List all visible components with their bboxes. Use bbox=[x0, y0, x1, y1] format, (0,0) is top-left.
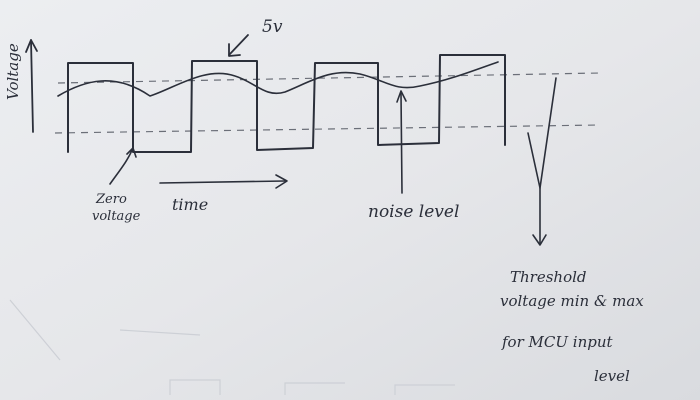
noise-level-label: noise level bbox=[368, 202, 459, 222]
zero-voltage-arrowhead bbox=[126, 147, 137, 158]
zero-voltage-label-line2: voltage bbox=[92, 209, 141, 224]
threshold-label-line4: level bbox=[594, 367, 630, 385]
noise-pointer-arrowhead bbox=[396, 90, 407, 103]
square-wave-signal bbox=[67, 54, 506, 153]
time-arrowhead bbox=[275, 174, 288, 189]
noise-curve bbox=[57, 61, 499, 97]
threshold-label-line1: Threshold bbox=[510, 268, 587, 286]
zero-voltage-arrow-line bbox=[109, 149, 133, 185]
bleed-through-marks bbox=[9, 299, 455, 395]
amplitude-label: 5v bbox=[262, 17, 283, 37]
time-arrow-line bbox=[159, 180, 286, 184]
time-label: time bbox=[172, 195, 208, 214]
noise-pointer-line bbox=[400, 92, 403, 194]
amplitude-arrow-line bbox=[228, 34, 249, 56]
y-axis-arrowhead bbox=[25, 39, 38, 53]
threshold-stem-arrowhead bbox=[532, 234, 547, 246]
amplitude-arrowhead bbox=[228, 43, 241, 57]
zero-voltage-label-line1: Zero bbox=[95, 192, 127, 207]
threshold-label-line3: for MCU input bbox=[501, 333, 613, 351]
y-axis-line bbox=[30, 39, 34, 133]
threshold-label-line2: voltage min & max bbox=[500, 292, 644, 310]
y-axis-label: Voltage bbox=[4, 43, 22, 100]
